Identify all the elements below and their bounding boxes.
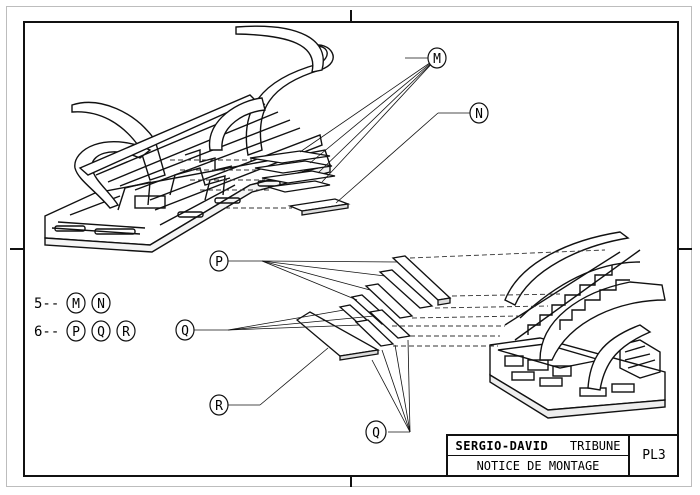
upper-insertion-paths [170, 159, 292, 209]
part-m-plate-1 [249, 150, 331, 164]
leader-lines-q-bottom [371, 339, 411, 433]
upper-grandstand-assembly [44, 25, 334, 253]
drawing-frame [23, 21, 679, 477]
lower-insertion-paths [392, 249, 606, 347]
callout-q-bottom-label: Q [372, 426, 380, 441]
step-legend-5: 5-- M N [34, 292, 111, 314]
step-6-number: 6-- [34, 324, 59, 340]
part-m-plate-4 [267, 180, 331, 193]
title-block-project: TRIBUNE [569, 439, 621, 453]
callout-m: M [427, 47, 447, 69]
title-block-subtitle: NOTICE DE MONTAGE [448, 456, 630, 476]
step-6-part-q: Q [97, 325, 105, 340]
leader-lines-q-left [194, 309, 375, 331]
leader-line-r [228, 347, 329, 406]
leader-lines-m [299, 57, 438, 183]
frame-tick-right [679, 248, 692, 250]
callout-p-label: P [215, 255, 223, 270]
callout-n: N [469, 102, 489, 124]
callout-q-bottom: Q [365, 420, 387, 444]
callout-r: R [209, 394, 229, 416]
callout-q-left-label: Q [181, 324, 189, 339]
part-q-bar-3 [354, 319, 395, 347]
step-5-number: 5-- [34, 296, 59, 312]
callout-r-label: R [215, 399, 223, 414]
title-block: SERGIO-DAVID TRIBUNE NOTICE DE MONTAGE P… [446, 434, 678, 476]
part-p-bar-2 [378, 269, 434, 309]
callout-p: P [209, 250, 229, 272]
frame-tick-top [350, 10, 352, 21]
step-5-part-m: M [72, 297, 80, 312]
step-5-part-n: N [97, 297, 105, 312]
lower-exploded-parts [295, 255, 452, 361]
step-legend-6: 6-- P Q R [34, 320, 136, 342]
frame-tick-bottom [350, 477, 352, 487]
frame-tick-left [10, 248, 23, 250]
step-6-part-r: R [122, 325, 130, 340]
callout-n-label: N [475, 107, 483, 122]
part-m-plate-2 [254, 160, 333, 174]
lower-grandstand-assembly [489, 231, 666, 419]
part-p-bar-3 [364, 283, 414, 319]
callout-m-label: M [433, 52, 441, 67]
outer-frame [6, 6, 692, 487]
upper-exploded-parts [249, 150, 351, 216]
title-block-title: SERGIO-DAVID TRIBUNE [448, 436, 630, 456]
title-block-sheet-code: PL3 [642, 448, 666, 463]
leader-lines-p [228, 260, 399, 301]
title-block-author: SERGIO-DAVID [455, 439, 549, 453]
leader-line-n [335, 112, 470, 204]
callout-q-left: Q [175, 319, 195, 341]
step-6-part-p: P [72, 325, 80, 340]
part-m-plate-3 [261, 170, 336, 184]
